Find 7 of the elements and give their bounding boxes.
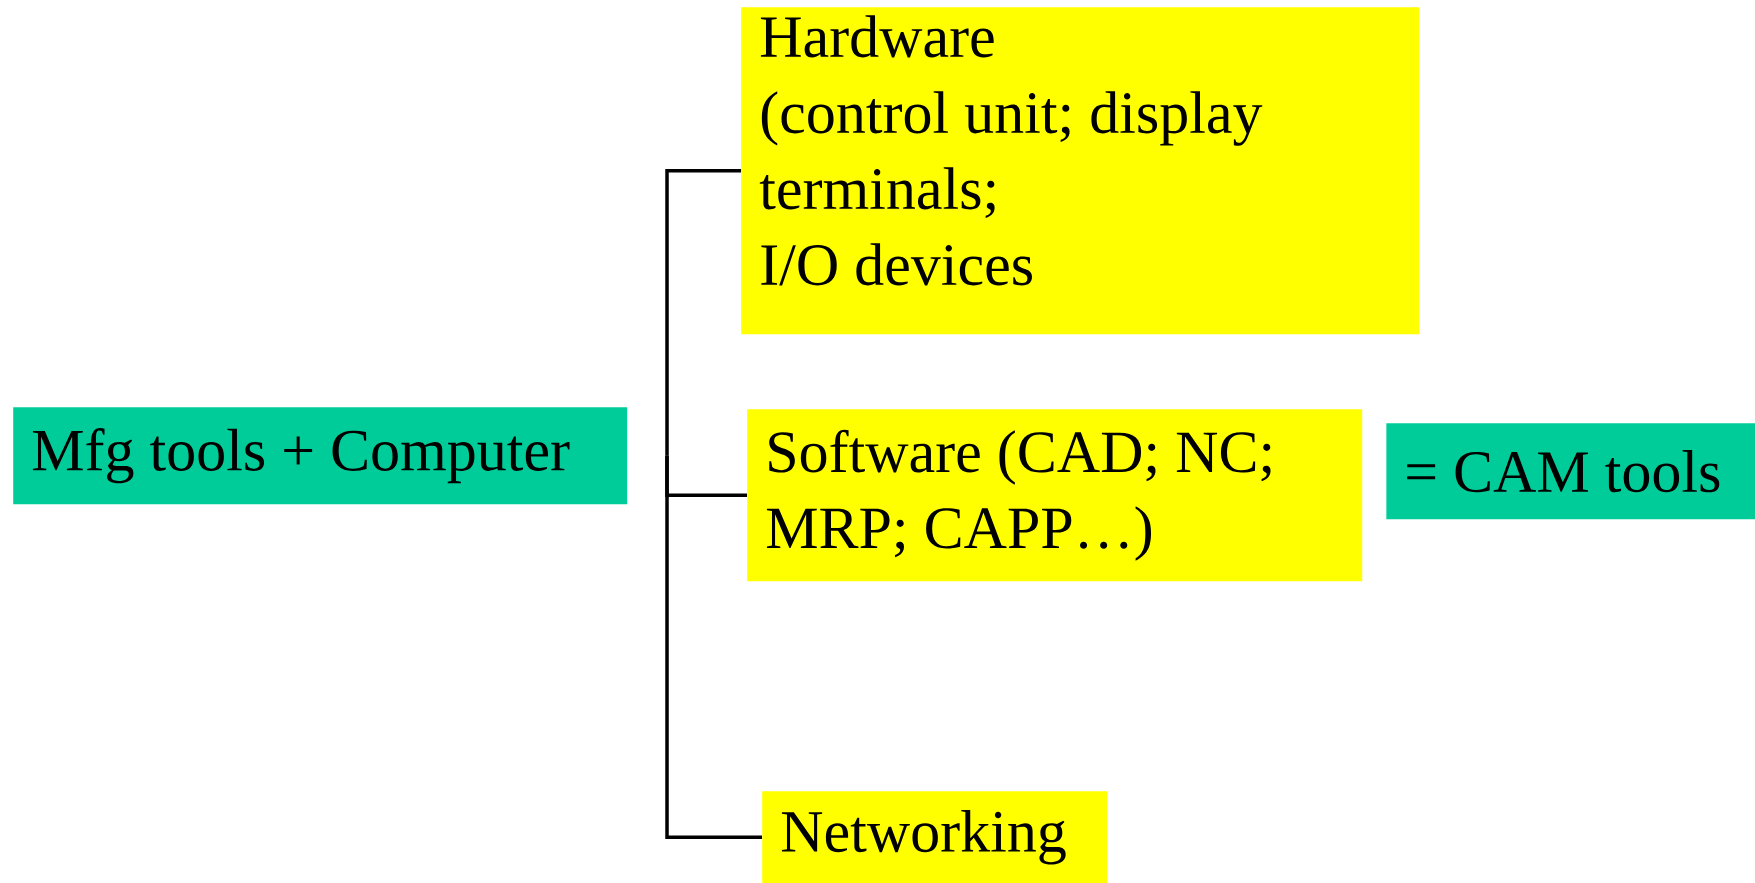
text-box: = CAM tools bbox=[1386, 423, 1755, 520]
connector-line bbox=[665, 168, 741, 456]
connector-line bbox=[665, 455, 762, 839]
text-box: Software (CAD; NC; MRP; CAPP…) bbox=[747, 409, 1363, 582]
text-box: Mfg tools + Computer bbox=[13, 407, 628, 505]
text-box: Hardware (control unit; display terminals; I/O devices bbox=[741, 7, 1420, 335]
text-box: Networking bbox=[762, 791, 1108, 883]
